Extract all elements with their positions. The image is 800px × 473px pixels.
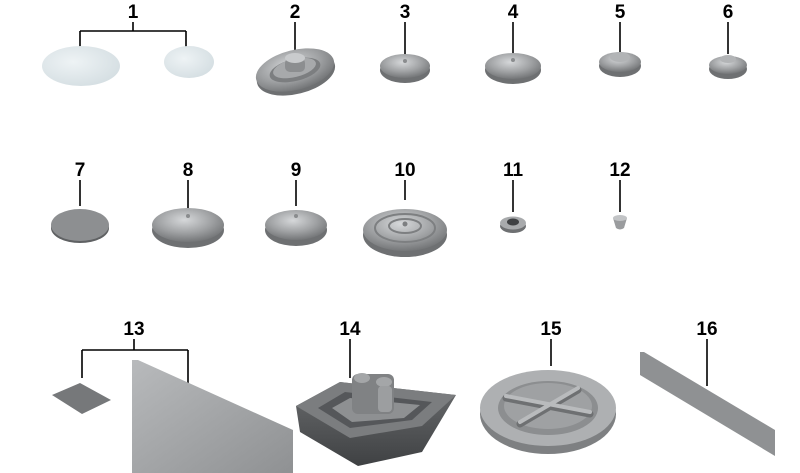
- callout-1: 1: [128, 2, 139, 23]
- film-disc-small: [164, 46, 214, 78]
- part-13: 13: [52, 319, 293, 473]
- part-3: 3: [380, 2, 430, 83]
- part-15: 15: [480, 319, 616, 454]
- part-5: 5: [599, 2, 641, 77]
- part-9: 9: [265, 160, 327, 246]
- sheet-small: [52, 383, 111, 414]
- part-16: 16: [640, 319, 775, 456]
- film-disc-large: [42, 46, 120, 86]
- part-11: 11: [500, 160, 526, 233]
- sheet-large: [132, 360, 293, 473]
- callout-16: 16: [696, 319, 717, 340]
- callout-2: 2: [290, 2, 301, 23]
- part-12: 12: [609, 160, 631, 230]
- callout-4: 4: [508, 2, 519, 23]
- part-4: 4: [485, 2, 541, 84]
- callout-5: 5: [615, 2, 626, 23]
- part-1: 1: [42, 2, 214, 86]
- callout-7: 7: [75, 160, 86, 181]
- callout-14: 14: [339, 319, 361, 340]
- callout-15: 15: [540, 319, 562, 340]
- part-10: 10: [363, 160, 447, 257]
- part-6: 6: [709, 2, 747, 79]
- part-2: 2: [255, 2, 336, 96]
- callout-6: 6: [723, 2, 734, 23]
- callout-12: 12: [609, 160, 630, 181]
- part-8: 8: [152, 160, 224, 248]
- callout-3: 3: [400, 2, 411, 23]
- callout-11: 11: [503, 160, 524, 181]
- callout-8: 8: [183, 160, 194, 181]
- part-7: 7: [51, 160, 109, 243]
- strip: [640, 352, 775, 456]
- part-14: 14: [296, 319, 456, 466]
- callout-13: 13: [123, 319, 144, 340]
- callout-9: 9: [291, 160, 302, 181]
- callout-10: 10: [394, 160, 415, 181]
